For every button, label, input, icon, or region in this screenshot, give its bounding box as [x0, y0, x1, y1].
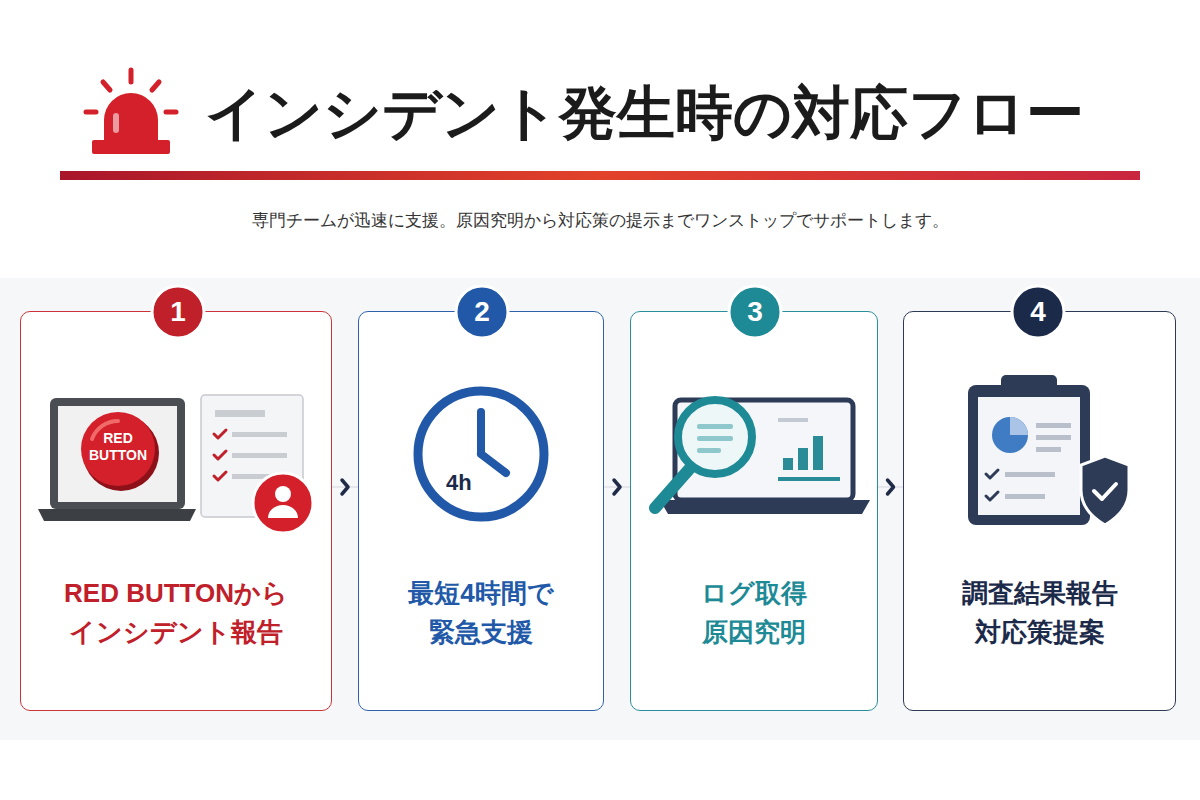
report-clipboard-icon [968, 375, 1090, 525]
step-label: 調査結果報告 対応策提案 [954, 574, 1126, 652]
magnifier-icon [655, 400, 752, 508]
clock-shape [413, 386, 549, 522]
box-fill [630, 311, 878, 711]
title-underline [60, 171, 1140, 180]
step-box: RED BUTTONから インシデント報告1RED BUTTON [20, 311, 332, 711]
page-title: インシデント発生時の対応フロー [205, 78, 1084, 148]
red-button: RED BUTTON [78, 409, 158, 489]
number-disc-fill [729, 286, 781, 338]
page-caption: 専門チームが迅速に支援。原因究明から対応策の提示までワンストップでサポートします… [0, 209, 1200, 233]
box-fill [903, 311, 1176, 711]
flow-arrow [604, 487, 630, 488]
shield-icon [1081, 456, 1129, 525]
siren-icon [86, 70, 176, 154]
clock-label: 4h [446, 471, 472, 495]
step-number: 1 [151, 285, 205, 339]
box-fill [358, 311, 604, 711]
box-fill [20, 311, 332, 711]
step-box: 最短4時間で 緊急支援24h [358, 311, 604, 711]
step-label: 最短4時間で 緊急支援 [395, 574, 567, 652]
clock-hands [481, 412, 506, 473]
step-number-text: 4 [1011, 285, 1065, 339]
step-number-text: 3 [728, 285, 782, 339]
step-label: ログ取得 原因究明 [686, 574, 821, 652]
step-box: 調査結果報告 対応策提案4 [903, 311, 1176, 711]
number-disc-fill [456, 286, 508, 338]
step-box: ログ取得 原因究明3 [630, 311, 878, 711]
flow-arrow [332, 487, 358, 488]
button-face [81, 412, 155, 486]
flow-arrow [878, 487, 903, 488]
step-number: 4 [1011, 285, 1065, 339]
background-panel [0, 278, 1200, 740]
step-number: 3 [728, 285, 782, 339]
step-number-text: 2 [455, 285, 509, 339]
analysis-laptop-icon [660, 400, 870, 514]
clock-face: 4h [413, 386, 549, 522]
button-label: RED BUTTON [86, 430, 150, 464]
number-disc-fill [152, 286, 204, 338]
step-label: RED BUTTONから インシデント報告 [40, 574, 313, 652]
step-number-text: 1 [151, 285, 205, 339]
number-disc-fill [1012, 286, 1064, 338]
laptop-icon [38, 398, 196, 521]
step-number: 2 [455, 285, 509, 339]
user-icon [253, 473, 313, 533]
clock-rim [418, 391, 544, 517]
